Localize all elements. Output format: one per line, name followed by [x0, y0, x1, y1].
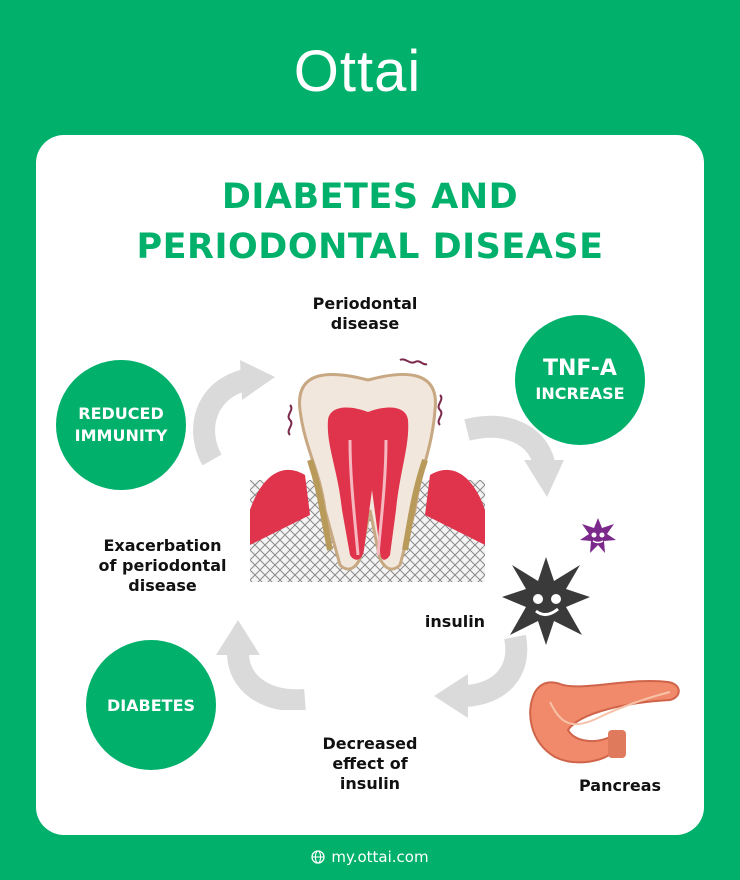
decreased-line-1: Decreased	[322, 734, 418, 753]
curved-arrow-icon	[193, 360, 275, 465]
curved-arrow-icon	[464, 415, 564, 497]
exacerbation-label: Exacerbation of periodontal disease	[70, 536, 255, 596]
tnf-line-1: TNF-A	[543, 356, 617, 381]
exacerbation-line-2: of periodontal	[98, 556, 227, 575]
decreased-effect-label: Decreased effect of insulin	[290, 734, 450, 794]
brand-logo: Ottai	[293, 39, 422, 104]
title-line-1: DIABETES AND	[221, 177, 519, 217]
footer-url[interactable]: my.ottai.com	[331, 848, 429, 866]
diabetes-label: DIABETES	[106, 695, 196, 715]
tnf-line-2: INCREASE	[535, 384, 625, 403]
pancreas-icon	[529, 679, 680, 764]
bacteria-icon	[502, 557, 590, 645]
reduced-immunity-circle: REDUCED IMMUNITY	[56, 360, 186, 490]
exacerbation-line-1: Exacerbation	[103, 536, 222, 555]
periodontal-line-1: Periodontal	[312, 294, 418, 313]
insulin-label: insulin	[424, 612, 486, 631]
pancreas-label: Pancreas	[578, 776, 662, 795]
periodontal-disease-label: Periodontal disease	[280, 294, 450, 334]
diabetes-circle: DIABETES	[86, 640, 216, 770]
decreased-line-3: insulin	[339, 774, 401, 793]
globe-icon	[311, 850, 326, 864]
decreased-line-2: effect of	[332, 754, 408, 773]
bacteria-icon	[580, 518, 616, 553]
periodontal-line-2: disease	[330, 314, 400, 333]
tnf-increase-circle: TNF-A INCREASE	[515, 315, 645, 445]
exacerbation-line-3: disease	[128, 576, 197, 595]
reduced-immunity-line-1: REDUCED	[78, 404, 164, 423]
tooth-icon	[250, 358, 485, 582]
curved-arrow-icon	[216, 620, 306, 710]
footer: my.ottai.com	[0, 848, 740, 866]
title-line-2: PERIODONTAL DISEASE	[136, 227, 604, 267]
page-title: DIABETES AND PERIODONTAL DISEASE	[0, 172, 740, 272]
reduced-immunity-line-2: IMMUNITY	[74, 426, 168, 445]
curved-arrow-icon	[434, 634, 528, 718]
